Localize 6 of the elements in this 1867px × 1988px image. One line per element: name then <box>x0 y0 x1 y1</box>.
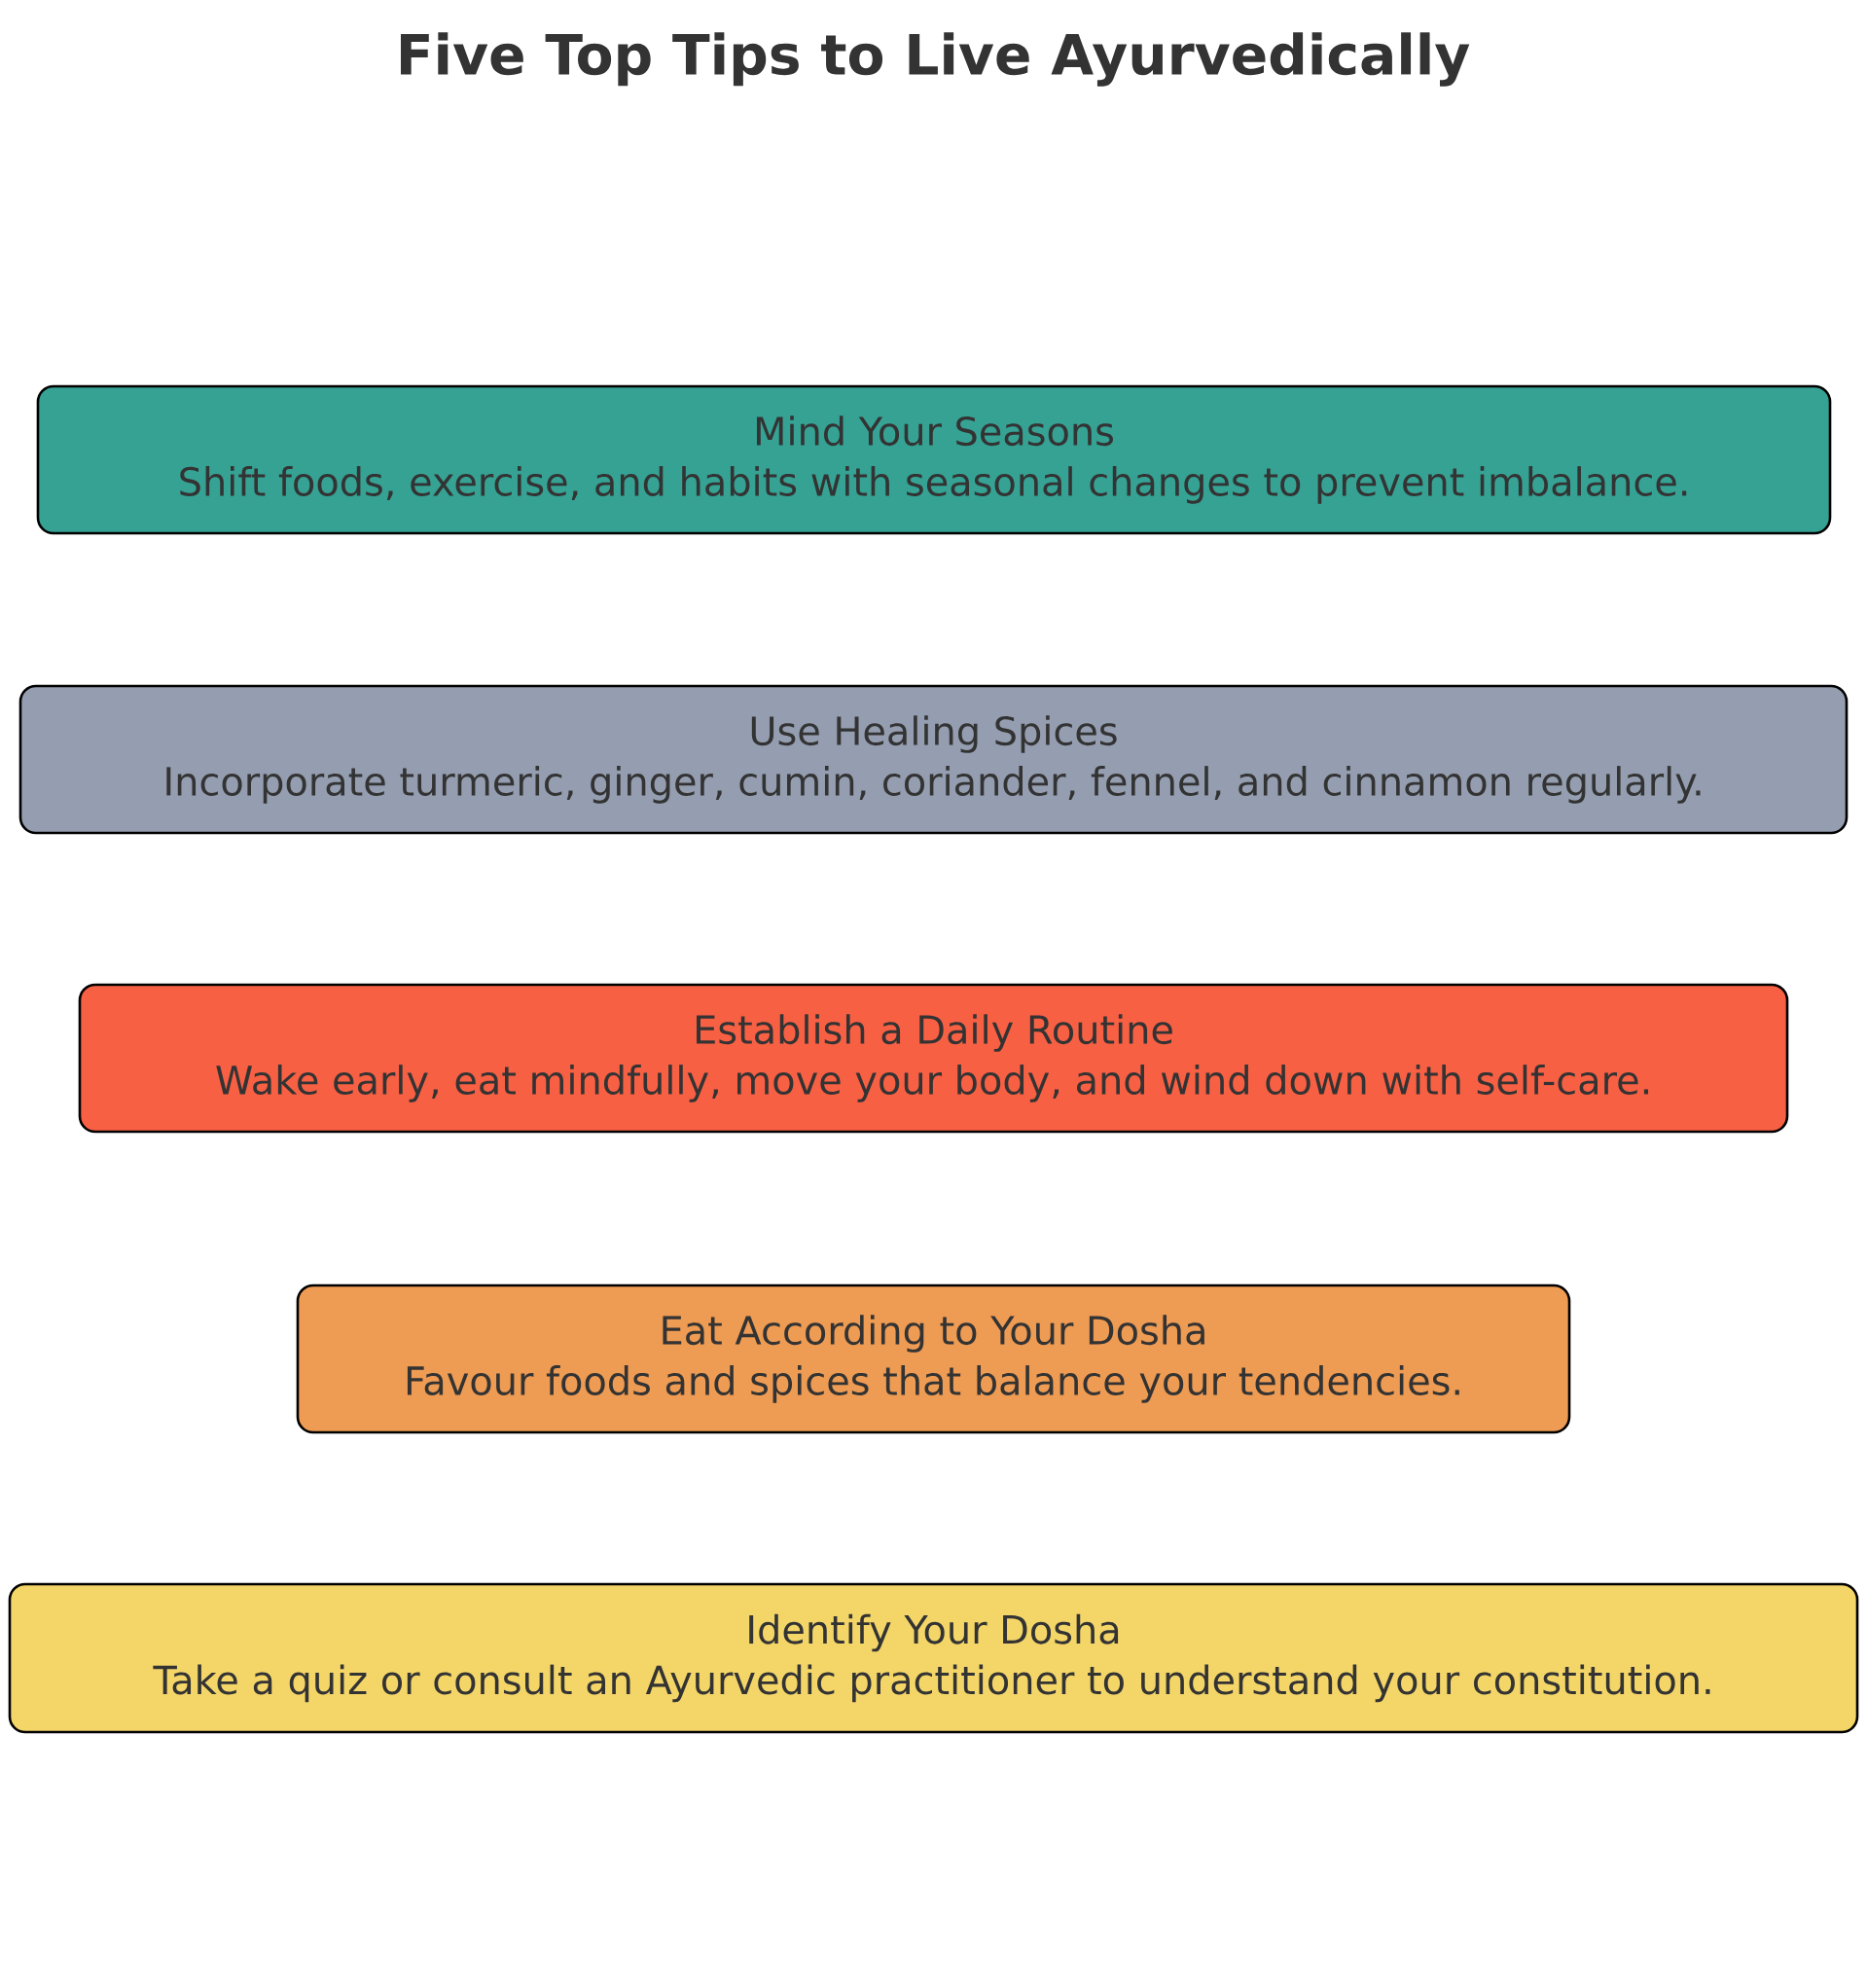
tip-box: Mind Your Seasons Shift foods, exercise, and habits with seasonal changes to prevent imbalance. <box>36 384 1832 535</box>
tip-box: Establish a Daily Routine Wake early, eat mindfully, move your body, and wind down with self-care. <box>78 983 1789 1134</box>
tip-box: Use Healing Spices Incorporate turmeric, ginger, cumin, coriander, fennel, and cinnamon regularly. <box>18 684 1849 835</box>
title: Five Top Tips to Live Ayurvedically <box>401 32 1470 87</box>
tip-box: Eat According to Your Dosha Favour foods and spices that balance your tendencies. <box>296 1283 1571 1434</box>
tip-box: Identify Your Dosha Take a quiz or consult an Ayurvedic practitioner to understand your constitution. <box>8 1582 1859 1734</box>
